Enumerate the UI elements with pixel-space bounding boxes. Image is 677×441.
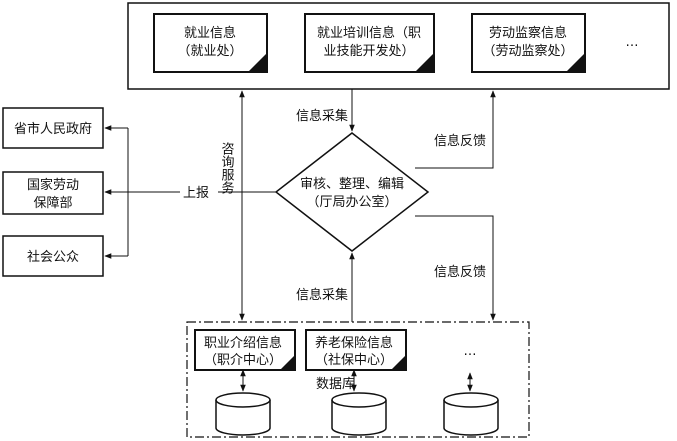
recipient-box-ministry: 国家劳动 保障部	[2, 171, 104, 215]
feedback-bottom-line	[415, 215, 496, 321]
departments-frame	[127, 2, 670, 90]
source-sub: （社保中心）	[315, 352, 393, 368]
source-ellipsis: …	[464, 344, 477, 359]
department-box-employment: 就业信息 （就业处）	[153, 13, 268, 73]
svg-text:省市人民政府: 省市人民政府	[14, 121, 92, 137]
source-box-job-center: 职业介绍信息 （职介中心）	[194, 329, 296, 371]
review-diamond: 审核、整理、编辑 （厅局办公室）	[274, 132, 430, 252]
feedback-top-line	[415, 90, 496, 169]
department-sub: （就业处）	[177, 44, 242, 59]
svg-text:社会公众: 社会公众	[27, 249, 79, 265]
center-line2: （厅局办公室）	[306, 194, 397, 210]
source-sub: （职介中心）	[204, 353, 282, 368]
consult-label: 咨询服务	[219, 142, 235, 194]
recipient-box-public: 社会公众	[2, 235, 104, 277]
database-cylinder-icon	[331, 392, 387, 436]
department-box-inspection: 劳动监察信息 （劳动监察处）	[471, 13, 586, 73]
database-label: 数据库	[316, 376, 355, 392]
department-box-training: 就业培训信息（职 业技能开发处）	[304, 13, 435, 73]
department-name: 就业信息	[184, 25, 236, 41]
database-frame	[186, 321, 530, 438]
department-name: 劳动监察信息	[489, 25, 567, 41]
center-line1: 审核、整理、编辑	[300, 177, 404, 192]
svg-text:国家劳动: 国家劳动	[27, 177, 79, 193]
database-cylinder-icon	[443, 392, 499, 436]
collect-top-label: 信息采集	[296, 108, 348, 124]
source-name: 职业介绍信息	[204, 335, 282, 351]
recipient-box-government: 省市人民政府	[2, 107, 104, 149]
department-sub: 业技能开发处）	[323, 43, 414, 59]
svg-text:咨询服务: 咨询服务	[219, 142, 235, 194]
feedback-bottom-label: 信息反馈	[434, 264, 486, 280]
database-cylinder-icon	[215, 392, 271, 436]
department-sub: （劳动监察处）	[482, 43, 573, 59]
department-ellipsis: …	[626, 35, 639, 50]
feedback-top-label: 信息反馈	[434, 133, 486, 149]
source-name: 养老保险信息	[315, 335, 393, 351]
source-box-social-security: 养老保险信息 （社保中心）	[305, 329, 407, 371]
collect-bottom-label: 信息采集	[296, 287, 348, 303]
department-name: 就业培训信息（职	[317, 25, 421, 41]
svg-text:保障部: 保障部	[33, 196, 72, 211]
report-label: 上报	[183, 186, 209, 201]
